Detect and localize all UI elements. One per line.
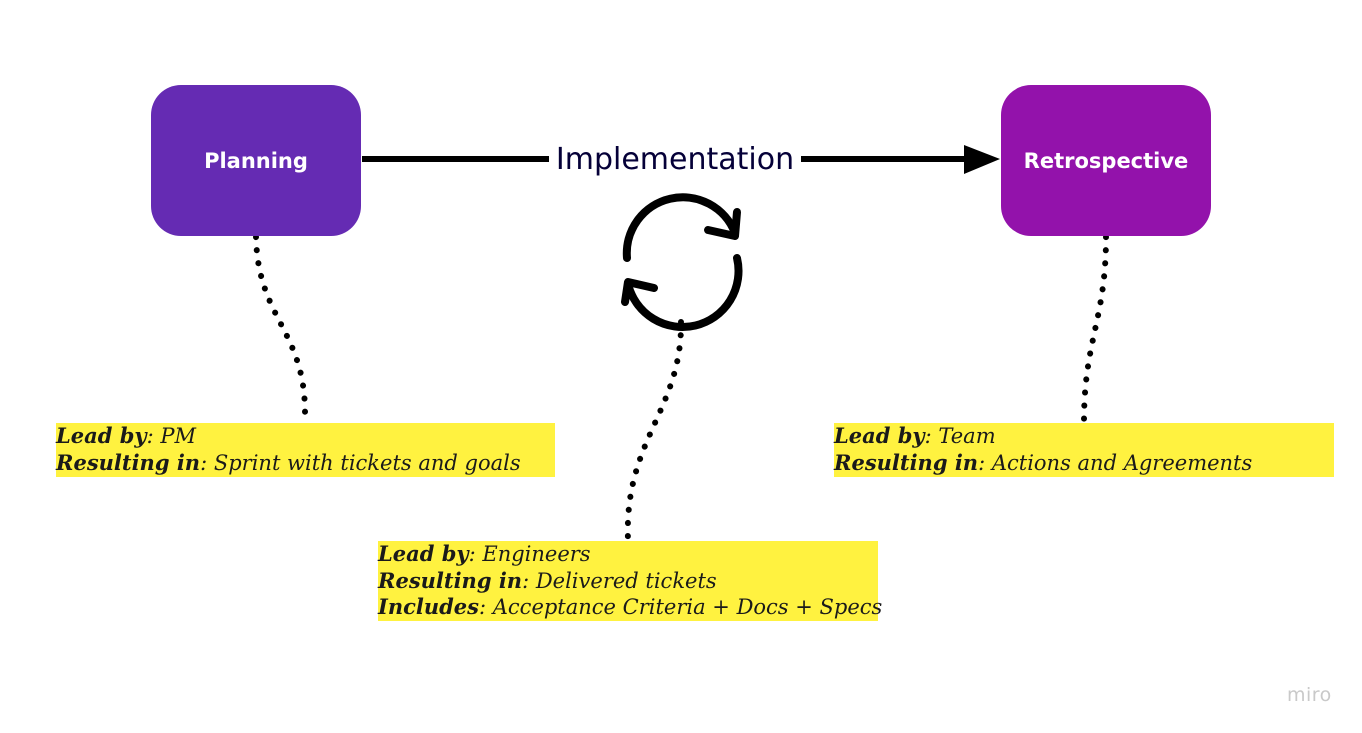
implementation-note-connector[interactable] — [624, 319, 685, 543]
lead-value: : PM — [146, 424, 197, 448]
note-row-lead: Lead by: Team — [834, 423, 1334, 450]
includes-value: : Acceptance Criteria + Docs + Specs — [479, 595, 883, 619]
arrowhead-icon — [964, 145, 1000, 174]
result-value: : Actions and Agreements — [978, 450, 1253, 475]
implementation-edge-label[interactable]: Implementation — [549, 137, 801, 181]
retrospective-sticky-note[interactable]: Lead by: Team Resulting in: Actions and … — [834, 423, 1334, 477]
note-row-result: Resulting in: Sprint with tickets and go… — [56, 450, 555, 477]
note-row-lead: Lead by: Engineers — [378, 541, 878, 568]
note-row-result: Resulting in: Delivered tickets — [378, 568, 878, 595]
planning-node[interactable]: Planning — [151, 85, 361, 236]
note-row-result: Resulting in: Actions and Agreements — [834, 450, 1334, 477]
result-label: Resulting in — [834, 449, 979, 475]
note-row-includes: Includes: Acceptance Criteria + Docs + S… — [378, 594, 882, 621]
retrospective-node-label: Retrospective — [1023, 148, 1189, 173]
retrospective-node[interactable]: Retrospective — [1001, 85, 1211, 236]
result-label: Resulting in — [56, 449, 201, 475]
result-value: : Delivered tickets — [522, 568, 717, 593]
planning-note-connector[interactable] — [253, 234, 309, 419]
lead-label: Lead by — [834, 423, 925, 448]
lead-value: : Team — [924, 424, 996, 448]
note-row-lead: Lead by: PM — [56, 423, 555, 450]
lead-label: Lead by — [56, 423, 147, 448]
refresh-cycle-icon — [621, 193, 743, 331]
implementation-sticky-note[interactable]: Lead by: Engineers Resulting in: Deliver… — [378, 541, 882, 621]
retro-note-connector[interactable] — [1081, 234, 1109, 425]
result-label: Resulting in — [378, 567, 523, 593]
includes-label: Includes — [378, 594, 479, 619]
lead-label: Lead by — [378, 541, 469, 566]
lead-value: : Engineers — [468, 542, 591, 566]
planning-node-label: Planning — [204, 148, 308, 173]
result-value: : Sprint with tickets and goals — [200, 450, 521, 475]
miro-watermark: miro — [1287, 684, 1332, 706]
planning-sticky-note[interactable]: Lead by: PM Resulting in: Sprint with ti… — [56, 423, 555, 477]
